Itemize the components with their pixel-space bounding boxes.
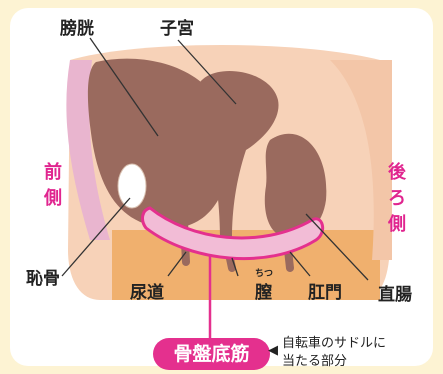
saddle-note-line1: 自転車のサドルに bbox=[282, 335, 386, 353]
label-front-text: 前 側 bbox=[44, 162, 62, 209]
pelvic-floor-badge: 骨盤底筋 bbox=[153, 338, 270, 370]
left-arrow-icon: ◀ bbox=[268, 343, 278, 358]
label-pubic-bone: 恥骨 bbox=[26, 264, 60, 289]
label-front: 前 側 bbox=[42, 160, 64, 212]
label-anus: 肛門 bbox=[308, 278, 342, 303]
saddle-note-line2: 当たる部分 bbox=[282, 353, 386, 371]
label-rectum: 直腸 bbox=[378, 280, 412, 305]
pubic-bone-shape bbox=[118, 164, 146, 208]
label-bladder: 膀胱 bbox=[60, 14, 94, 39]
saddle-note: 自転車のサドルに 当たる部分 bbox=[282, 335, 386, 371]
label-uterus: 子宮 bbox=[160, 14, 194, 39]
label-back-text: 後 ろ 側 bbox=[388, 162, 406, 235]
label-vagina: 膣 bbox=[255, 278, 272, 303]
label-back: 後 ろ 側 bbox=[386, 160, 408, 238]
label-urethra: 尿道 bbox=[130, 278, 164, 303]
